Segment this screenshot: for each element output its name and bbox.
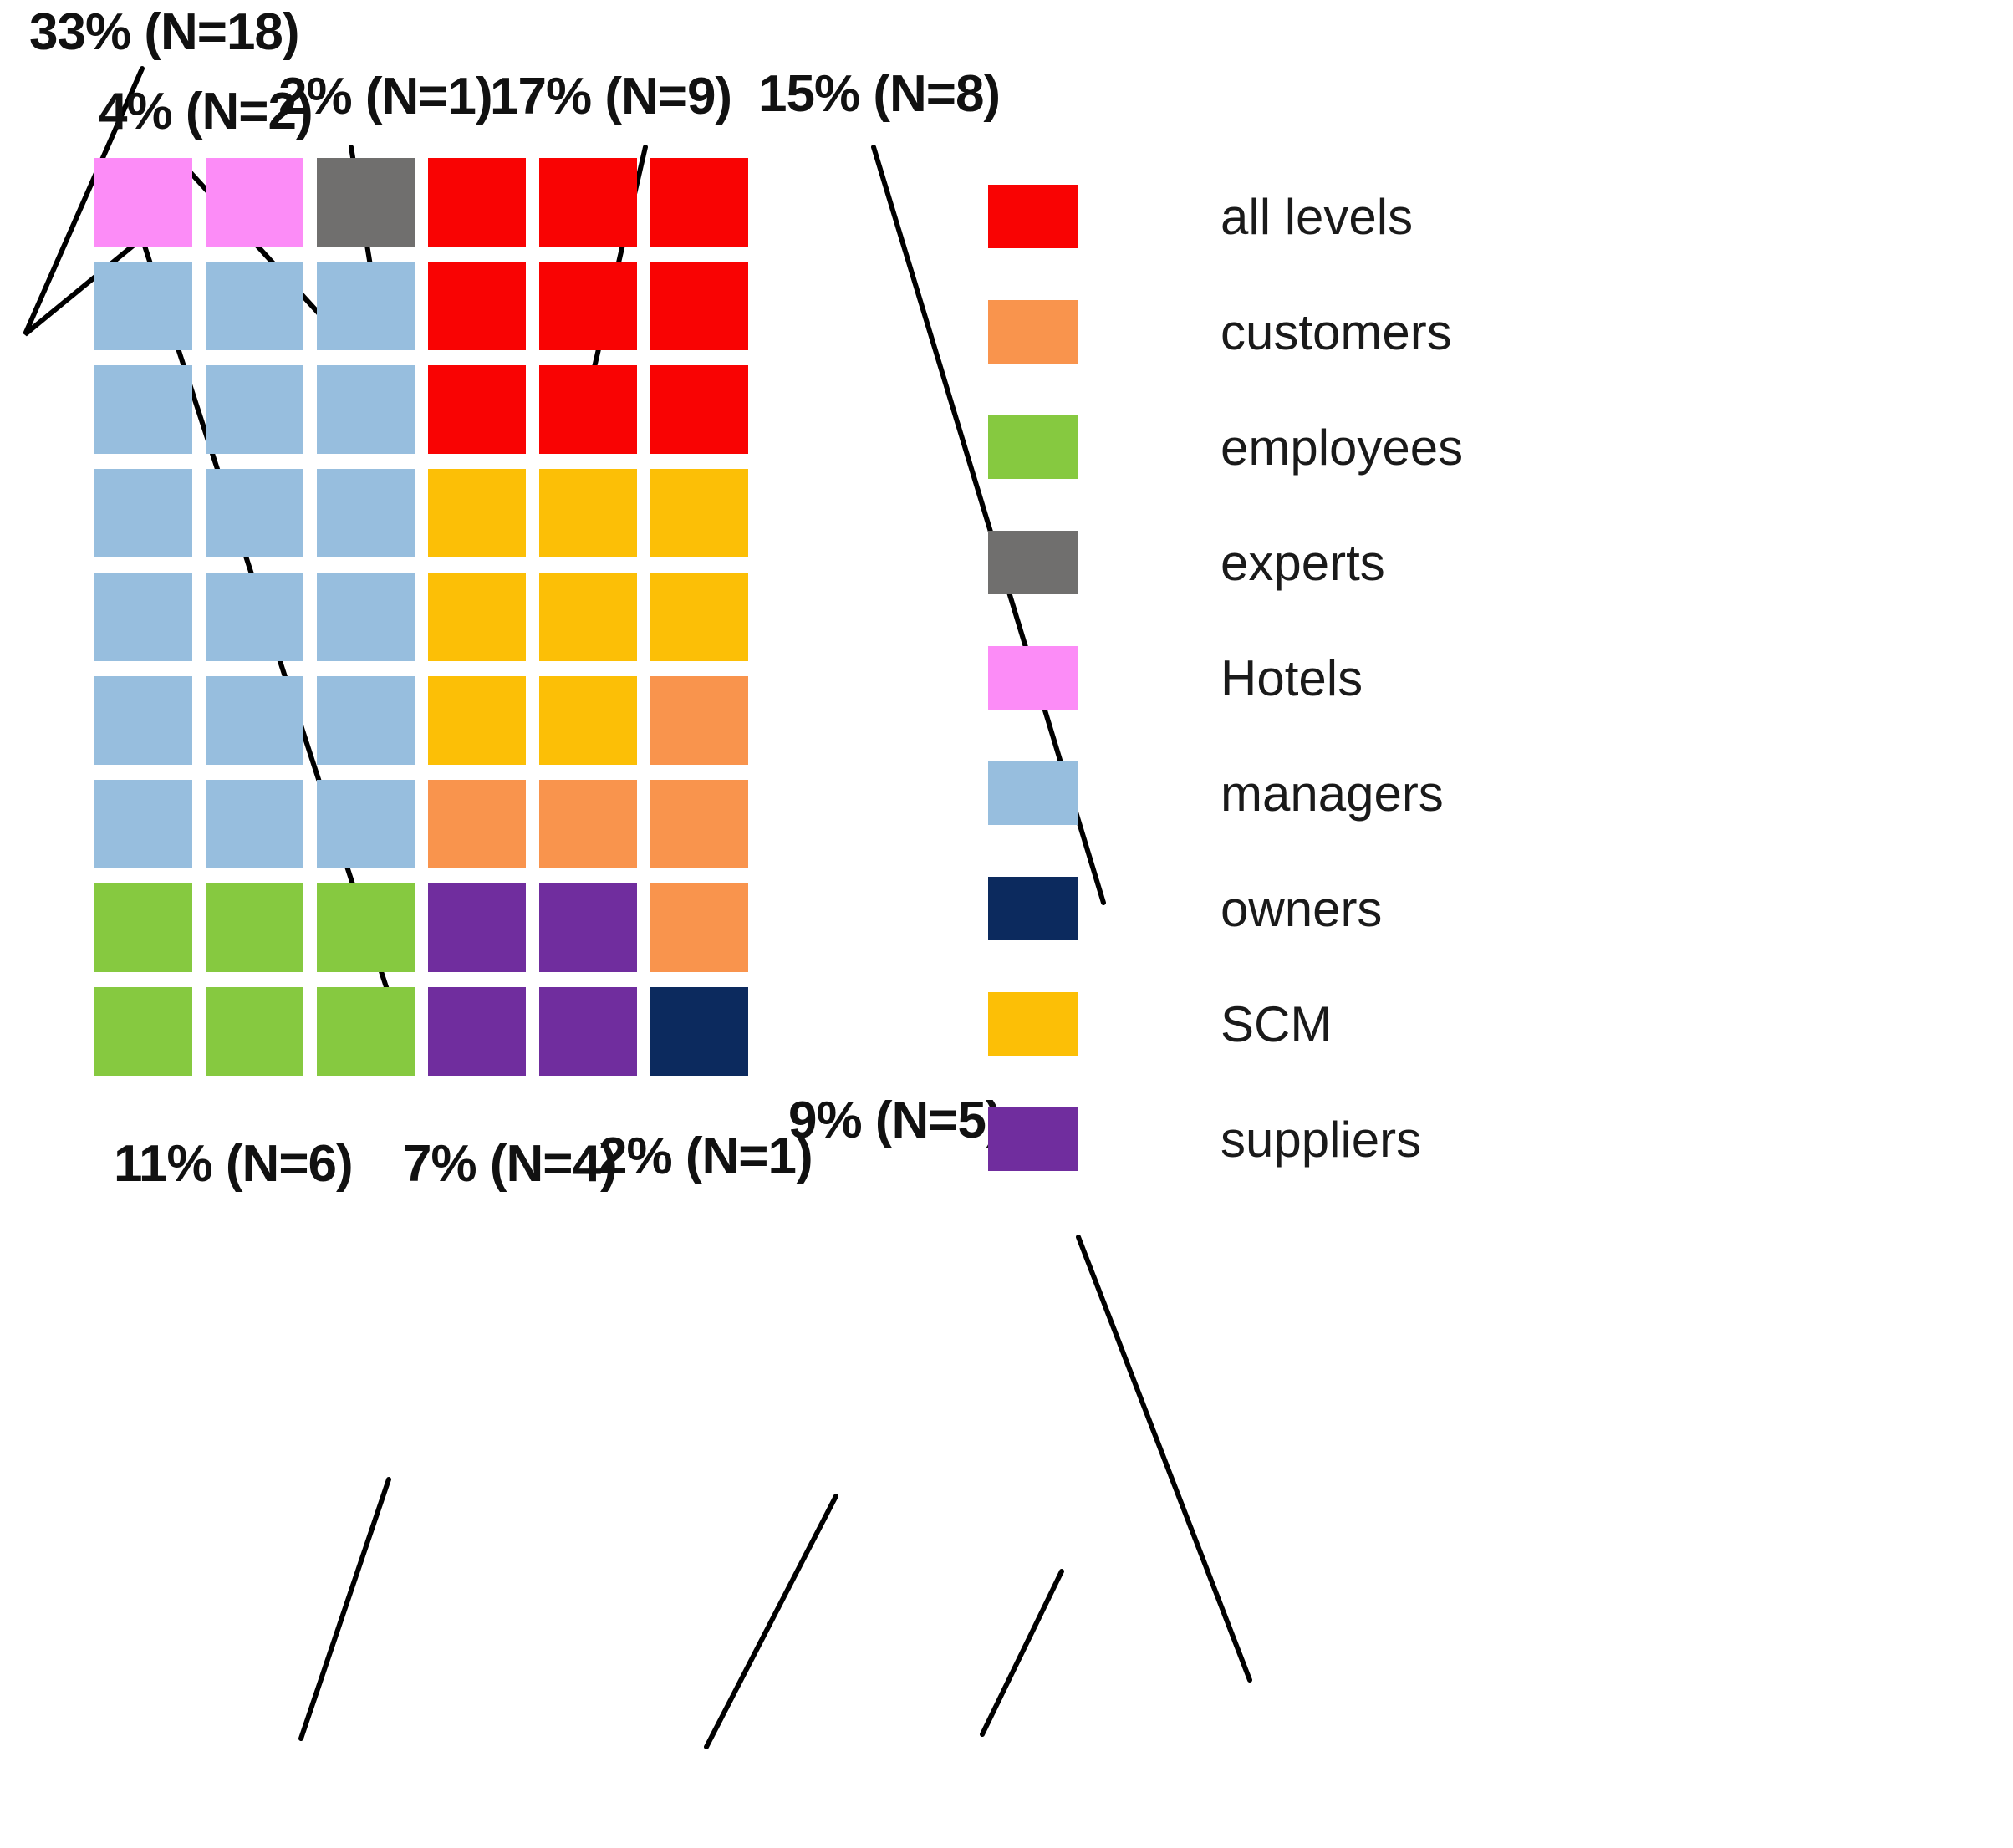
waffle-cell-scm	[428, 676, 526, 765]
annotation-label-hotels: 4% (N=2)	[99, 83, 313, 140]
legend-item-scm[interactable]: SCM	[988, 966, 1975, 1082]
waffle-cell-employees	[206, 883, 303, 972]
waffle-cell-managers	[94, 262, 192, 350]
waffle-cell-all-levels	[650, 262, 748, 350]
waffle-cell-all-levels	[650, 365, 748, 454]
annotation-label-owners: 2% (N=1)	[599, 1128, 813, 1185]
legend-swatch	[988, 185, 1078, 248]
legend-item-owners[interactable]: owners	[988, 851, 1975, 966]
legend-item-all-levels[interactable]: all levels	[988, 159, 1975, 274]
waffle-cell-hotels	[206, 158, 303, 247]
waffle-cell-customers	[539, 780, 637, 868]
waffle-cell-scm	[539, 469, 637, 557]
waffle-cell-employees	[317, 987, 415, 1076]
waffle-cell-managers	[206, 469, 303, 557]
leader-customers	[1076, 1235, 1252, 1683]
legend-swatch	[988, 646, 1078, 710]
waffle-cell-employees	[94, 883, 192, 972]
annotation-label-alllevels: 17% (N=9)	[490, 68, 732, 125]
legend-swatch	[988, 1107, 1078, 1171]
waffle-cell-scm	[428, 573, 526, 661]
legend-swatch	[988, 415, 1078, 479]
waffle-cell-managers	[317, 262, 415, 350]
waffle-cell-managers	[94, 676, 192, 765]
waffle-grid	[94, 158, 749, 1092]
waffle-cell-all-levels	[428, 365, 526, 454]
leader-employees	[298, 1477, 391, 1741]
waffle-cell-suppliers	[539, 883, 637, 972]
leader-suppliers	[704, 1494, 838, 1749]
waffle-cell-employees	[206, 987, 303, 1076]
annotation-label-employees: 11% (N=6)	[114, 1135, 354, 1193]
waffle-cell-customers	[650, 883, 748, 972]
waffle-cell-managers	[317, 676, 415, 765]
waffle-cell-managers	[206, 262, 303, 350]
waffle-cell-all-levels	[650, 158, 748, 247]
waffle-cell-managers	[94, 469, 192, 557]
legend-swatch	[988, 761, 1078, 825]
legend-item-customers[interactable]: customers	[988, 274, 1975, 389]
waffle-cell-managers	[206, 365, 303, 454]
annotation-label-customers: 9% (N=5)	[788, 1092, 1003, 1149]
waffle-cell-all-levels	[428, 158, 526, 247]
legend-label: employees	[1221, 419, 1464, 476]
legend-swatch	[988, 877, 1078, 940]
waffle-cell-managers	[317, 573, 415, 661]
legend-label: experts	[1221, 534, 1385, 591]
legend-item-hotels[interactable]: Hotels	[988, 620, 1975, 736]
legend-label: all levels	[1221, 188, 1414, 245]
waffle-cell-managers	[94, 573, 192, 661]
legend-label: managers	[1221, 765, 1444, 822]
waffle-cell-scm	[539, 676, 637, 765]
legend-label: Hotels	[1221, 649, 1363, 706]
waffle-cell-owners	[650, 987, 748, 1076]
waffle-cell-customers	[650, 780, 748, 868]
leader-owners	[980, 1569, 1064, 1737]
waffle-cell-all-levels	[428, 262, 526, 350]
waffle-cell-scm	[539, 573, 637, 661]
waffle-cell-customers	[428, 780, 526, 868]
waffle-cell-suppliers	[428, 987, 526, 1076]
legend-swatch	[988, 992, 1078, 1056]
legend-label: customers	[1221, 303, 1452, 360]
waffle-cell-managers	[94, 365, 192, 454]
waffle-cell-managers	[317, 469, 415, 557]
waffle-cell-all-levels	[539, 158, 637, 247]
legend-item-suppliers[interactable]: suppliers	[988, 1082, 1975, 1197]
legend-swatch	[988, 300, 1078, 364]
waffle-cell-all-levels	[539, 365, 637, 454]
legend-item-experts[interactable]: experts	[988, 505, 1975, 620]
waffle-cell-suppliers	[428, 883, 526, 972]
waffle-cell-managers	[206, 573, 303, 661]
legend-item-managers[interactable]: managers	[988, 736, 1975, 851]
waffle-cell-customers	[650, 676, 748, 765]
annotation-label-scm: 15% (N=8)	[758, 65, 1001, 123]
legend-label: SCM	[1221, 995, 1333, 1052]
annotation-label-suppliers: 7% (N=4)	[403, 1135, 618, 1193]
waffle-cell-scm	[650, 573, 748, 661]
annotation-label-managers: 33% (N=18)	[29, 3, 300, 61]
waffle-cell-scm	[650, 469, 748, 557]
waffle-cell-managers	[317, 365, 415, 454]
waffle-cell-suppliers	[539, 987, 637, 1076]
waffle-cell-scm	[428, 469, 526, 557]
legend-label: owners	[1221, 880, 1383, 937]
legend-label: suppliers	[1221, 1111, 1422, 1168]
waffle-cell-all-levels	[539, 262, 637, 350]
waffle-cell-employees	[94, 987, 192, 1076]
waffle-cell-managers	[206, 676, 303, 765]
waffle-cell-managers	[206, 780, 303, 868]
waffle-cell-managers	[317, 780, 415, 868]
waffle-cell-employees	[317, 883, 415, 972]
legend-swatch	[988, 531, 1078, 594]
legend-item-employees[interactable]: employees	[988, 389, 1975, 505]
waffle-cell-experts	[317, 158, 415, 247]
waffle-cell-hotels	[94, 158, 192, 247]
annotation-label-experts: 2% (N=1)	[278, 68, 493, 125]
waffle-cell-managers	[94, 780, 192, 868]
